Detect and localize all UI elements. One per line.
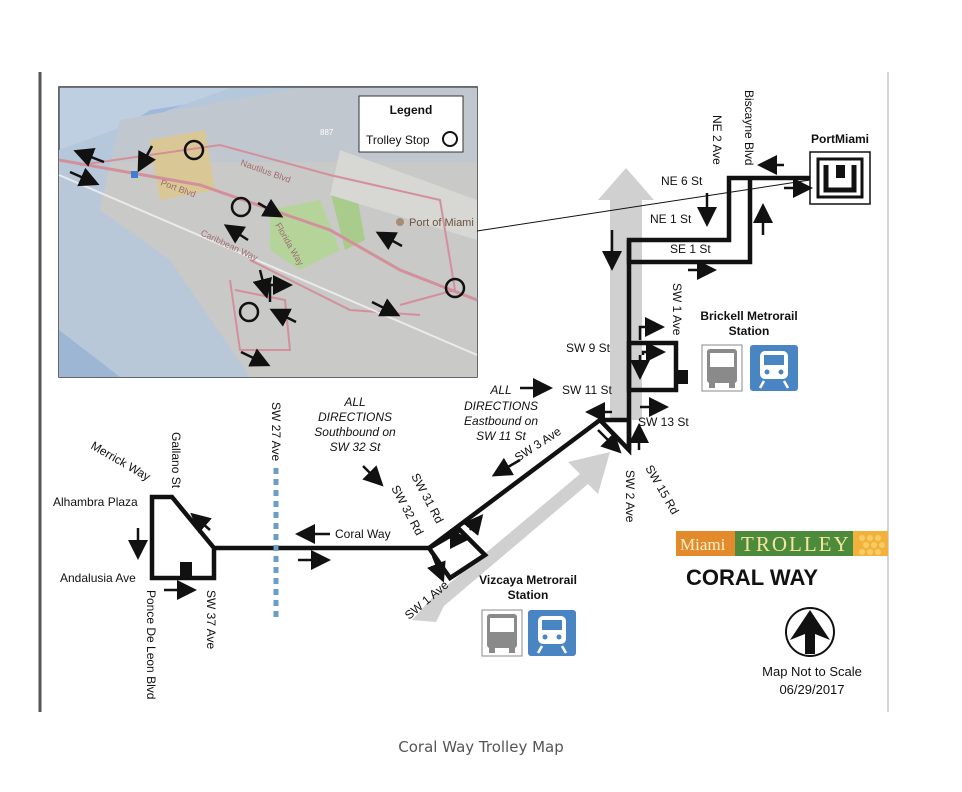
label-sw-37-ave: SW 37 Ave — [204, 590, 218, 649]
svg-text:ALL: ALL — [489, 383, 511, 397]
metrorail-icon — [528, 610, 576, 656]
svg-text:Southbound on: Southbound on — [314, 425, 396, 439]
metrorail-icon — [750, 345, 798, 391]
label-ne-2-ave: NE 2 Ave — [710, 115, 724, 165]
label-sw-1-ave-north: SW 1 Ave — [670, 283, 684, 336]
note-not-to-scale: Map Not to Scale — [762, 664, 862, 679]
label-andalusia-ave: Andalusia Ave — [60, 571, 136, 585]
label-alhambra-plaza: Alhambra Plaza — [53, 495, 138, 509]
miami-trolley-logo: Miami TROLLEY — [676, 531, 888, 556]
trolley-stop-icon — [442, 131, 458, 147]
label-merrick-way: Merrick Way — [89, 438, 153, 483]
inset-map: Port of Miami Port Blvd Caribbean Way Fl… — [58, 86, 478, 378]
trolley-stop-icon — [230, 196, 252, 218]
label-sw-2-ave: SW 2 Ave — [623, 470, 637, 523]
label-sw-9-st: SW 9 St — [566, 341, 611, 355]
label-sw-15-rd: SW 15 Rd — [642, 463, 681, 517]
label-vizcaya-station-line2: Station — [508, 588, 549, 602]
route-marker — [180, 562, 192, 578]
note-all-directions-eastbound: ALL DIRECTIONS Eastbound on SW 11 St — [464, 383, 538, 443]
inset-connector-line — [476, 179, 811, 232]
svg-text:SW 11 St: SW 11 St — [476, 429, 526, 443]
bus-icon — [701, 344, 743, 392]
inset-arrows — [69, 145, 403, 367]
brand-trolley: TROLLEY — [741, 532, 851, 556]
label-se-1-st: SE 1 St — [670, 242, 711, 256]
trolley-stop-icon — [238, 301, 260, 323]
legend: Legend Trolley Stop — [358, 95, 464, 153]
label-sw-13-st: SW 13 St — [638, 415, 689, 429]
svg-text:DIRECTIONS: DIRECTIONS — [318, 410, 392, 424]
label-biscayne-blvd: Biscayne Blvd — [742, 90, 756, 165]
portmiami-icon — [809, 151, 871, 205]
inset-label-887: 887 — [320, 128, 334, 137]
label-portmiami: PortMiami — [811, 132, 869, 146]
svg-text:SW 32 St: SW 32 St — [330, 440, 381, 454]
svg-text:Eastbound on: Eastbound on — [464, 414, 538, 428]
label-coral-way: Coral Way — [335, 527, 391, 541]
trolley-route — [149, 175, 810, 582]
label-sw-27-ave: SW 27 Ave — [269, 402, 283, 461]
trolley-stop-icon — [183, 139, 205, 161]
inset-label-port-of-miami: Port of Miami — [409, 217, 474, 229]
label-ne-6-st: NE 6 St — [661, 174, 703, 188]
page-caption: Coral Way Trolley Map — [398, 738, 564, 756]
label-brickell-station-line2: Station — [729, 324, 770, 338]
brand-miami: Miami — [680, 535, 726, 554]
label-sw-11-st: SW 11 St — [562, 383, 612, 397]
svg-text:ALL: ALL — [343, 395, 365, 409]
label-vizcaya-station-line1: Vizcaya Metrorail — [479, 573, 577, 587]
svg-text:DIRECTIONS: DIRECTIONS — [464, 399, 538, 413]
route-marker — [676, 370, 688, 384]
map-title: CORAL WAY — [686, 565, 818, 590]
note-all-directions-southbound: ALL DIRECTIONS Southbound on SW 32 St — [314, 395, 396, 454]
legend-item-label: Trolley Stop — [366, 133, 430, 147]
bus-icon — [481, 609, 523, 657]
route-arrows — [128, 155, 813, 600]
turn-arrows — [450, 317, 666, 549]
label-brickell-station-line1: Brickell Metrorail — [700, 309, 797, 323]
label-gallano-st: Gallano St — [169, 432, 183, 489]
north-arrow-icon — [785, 607, 835, 657]
trolley-stop-icon — [444, 277, 466, 299]
note-date: 06/29/2017 — [779, 682, 844, 697]
label-ne-1-st: NE 1 St — [650, 212, 692, 226]
legend-title: Legend — [390, 103, 433, 117]
label-ponce-de-leon-blvd: Ponce De Leon Blvd — [144, 590, 158, 699]
